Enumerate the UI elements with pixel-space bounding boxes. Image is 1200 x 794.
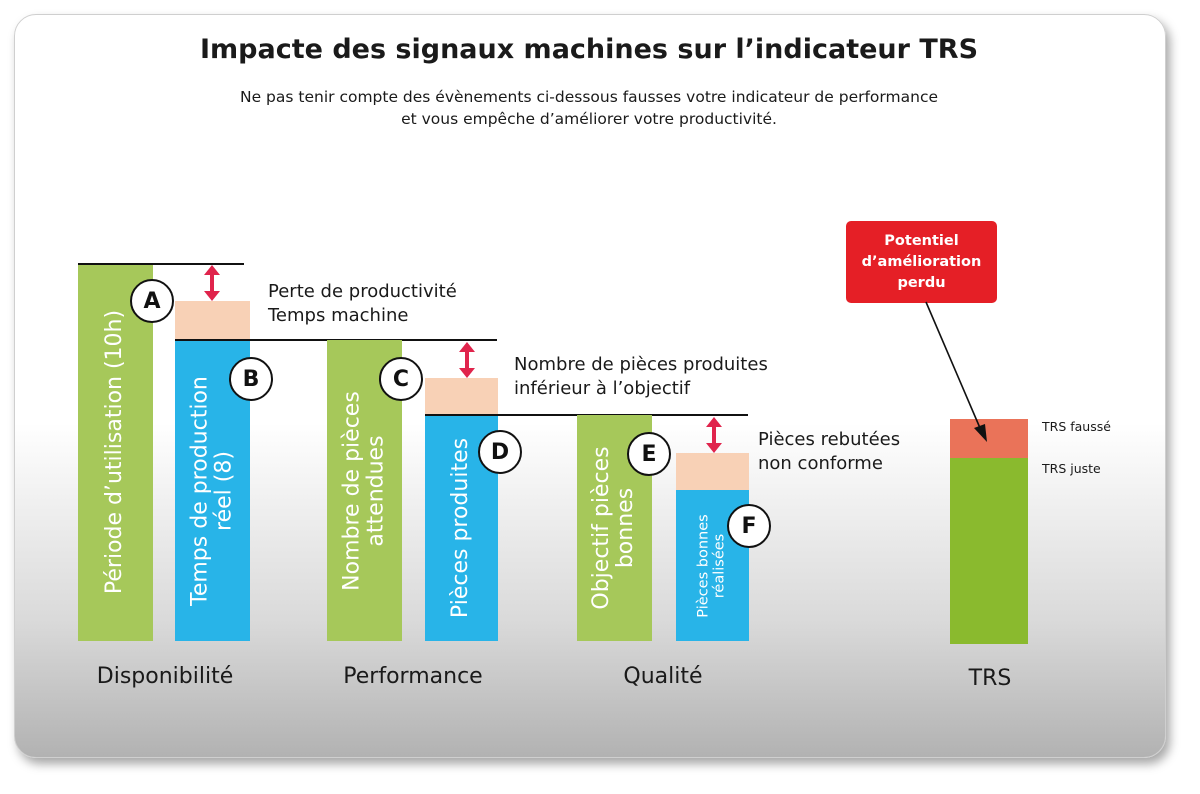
loss-note-performance: Nombre de pièces produites inférieur à l…	[514, 354, 768, 399]
trs-true-segment	[950, 458, 1028, 644]
trs-true-label: TRS juste	[1042, 461, 1101, 476]
marker-c: C	[379, 357, 423, 401]
subtitle-line-2: et vous empêche d’améliorer votre produc…	[401, 110, 777, 128]
bar-periode-utilisation-label: Période d’utilisation (10h)	[102, 309, 128, 595]
bar-pieces-produites-label: Pièces produites	[448, 437, 474, 619]
marker-f: F	[727, 504, 771, 548]
page-title: Impacte des signaux machines sur l’indic…	[199, 34, 979, 65]
marker-e: E	[627, 432, 671, 476]
subtitle-line-1: Ne pas tenir compte des évènements ci-de…	[240, 88, 938, 106]
marker-b: B	[229, 357, 273, 401]
marker-a: A	[130, 279, 174, 323]
loss-note-disponibilite: Perte de productivité Temps machine	[268, 281, 457, 326]
loss-note-qualite: Pièces rebutées non conforme	[758, 429, 901, 474]
reference-line-a	[78, 263, 244, 265]
bar-periode-utilisation	[78, 263, 153, 641]
trs-false-segment	[950, 419, 1028, 458]
category-label-disponibilite: Disponibilité	[96, 664, 234, 689]
category-label-qualite: Qualité	[623, 664, 703, 689]
loss-qualite	[676, 453, 749, 490]
loss-performance	[425, 378, 498, 415]
loss-disponibilite	[175, 301, 250, 340]
callout-pointer-arrow-icon	[925, 301, 987, 442]
loss-arrow-a-icon	[204, 265, 220, 301]
loss-arrow-c-icon	[459, 342, 475, 378]
callout-potentiel-perdu: Potentiel d’amélioration perdu	[846, 221, 997, 303]
category-label-trs: TRS	[968, 666, 1012, 691]
loss-arrow-e-icon	[706, 417, 722, 453]
trs-false-label: TRS faussé	[1042, 419, 1111, 434]
marker-d: D	[478, 430, 522, 474]
category-label-performance: Performance	[343, 664, 483, 689]
